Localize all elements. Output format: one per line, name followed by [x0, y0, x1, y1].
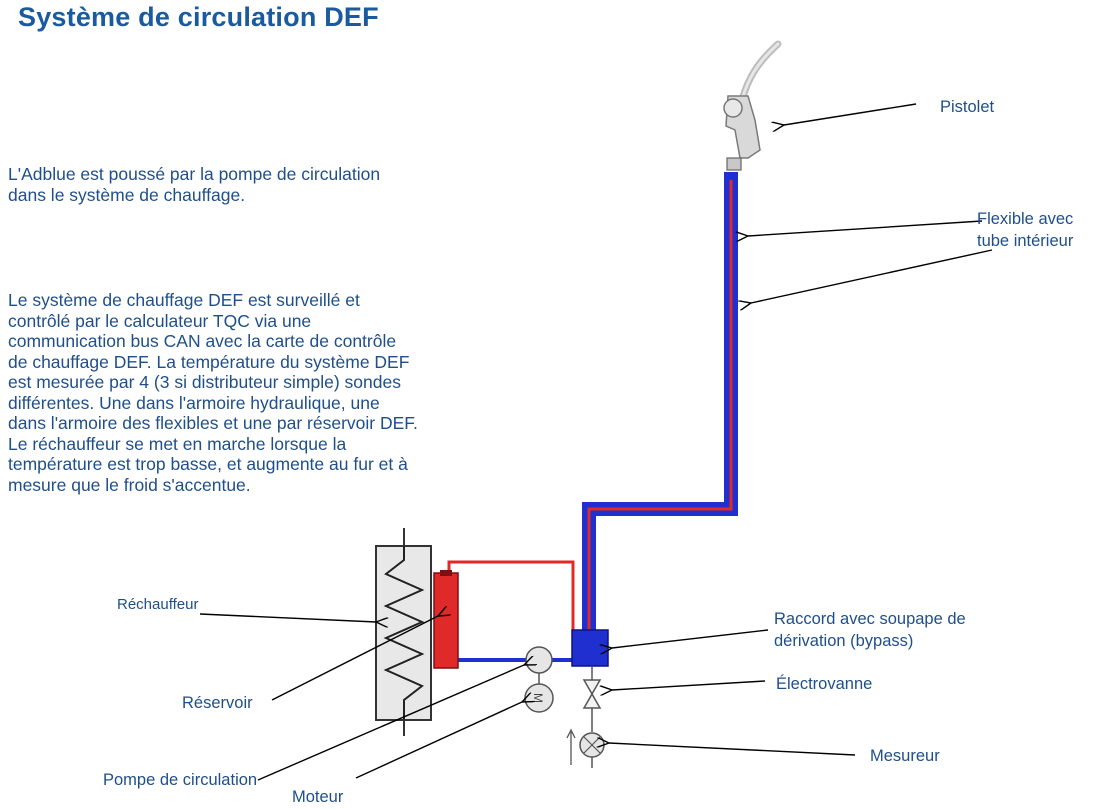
heater-icon: [375, 528, 432, 736]
leader-raccord: [612, 629, 769, 648]
label-pistolet: Pistolet: [940, 98, 995, 116]
svg-text:M: M: [531, 693, 545, 703]
nozzle-icon: [723, 40, 782, 171]
tank-icon: [433, 570, 459, 669]
intro-paragraph: L'Adblue est poussé par la pompe de circ…: [8, 164, 381, 205]
leader-moteur: [355, 702, 522, 779]
leader-mesureur: [609, 743, 856, 756]
valve-icon: [582, 666, 602, 732]
motor-icon: M: [524, 683, 554, 713]
leader-lines: [199, 103, 993, 781]
label-electrovanne: Électrovanne: [776, 675, 873, 693]
leader-reservoir: [271, 616, 438, 701]
leader-electrovanne: [612, 680, 766, 690]
leader-rechauffeur: [199, 613, 376, 622]
meter-icon: [579, 732, 605, 768]
label-rechauffeur: Réchauffeur: [117, 596, 199, 613]
leader-pompe: [257, 665, 524, 781]
label-raccord: Raccord avec soupape de dérivation (bypa…: [774, 610, 966, 650]
label-moteur: Moteur: [292, 788, 344, 806]
hose: [582, 172, 738, 660]
pump-icon: [525, 646, 553, 685]
bypass-block: [571, 629, 609, 667]
label-pompe: Pompe de circulation: [103, 771, 258, 789]
description-paragraph: Le système de chauffage DEF est surveill…: [8, 290, 418, 495]
leader-flexible-1: [748, 220, 983, 236]
leader-pistolet: [784, 103, 917, 125]
page-title: Système de circulation DEF: [18, 2, 379, 32]
return-line: [447, 560, 575, 633]
leader-flexible-2: [751, 249, 993, 303]
label-flexible: Flexible avec tube intérieur: [977, 210, 1074, 250]
flow-arrow-icon: [566, 728, 576, 765]
label-mesureur: Mesureur: [870, 747, 940, 765]
label-reservoir: Réservoir: [182, 694, 253, 712]
